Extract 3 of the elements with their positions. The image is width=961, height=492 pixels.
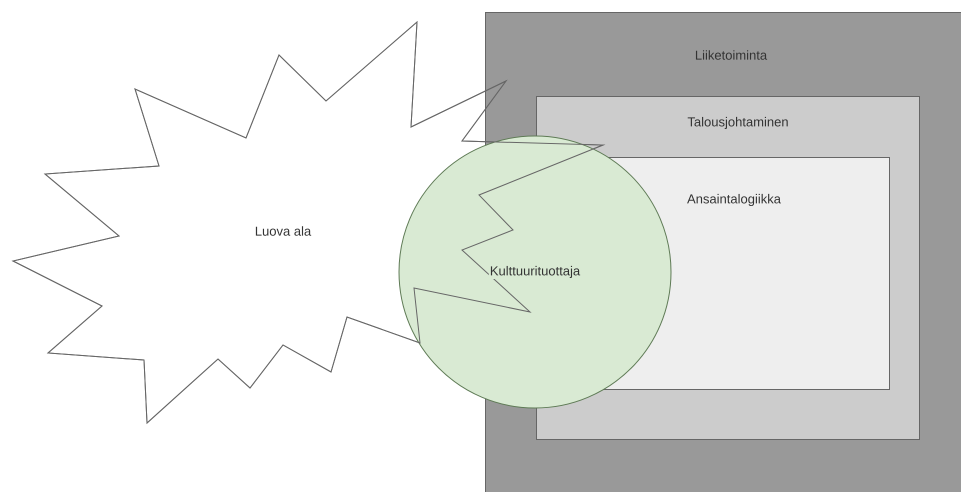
circle-shape bbox=[398, 136, 672, 408]
node-label: Luova ala bbox=[256, 226, 312, 236]
circle-label: Kulttuurituottaja bbox=[488, 264, 582, 280]
